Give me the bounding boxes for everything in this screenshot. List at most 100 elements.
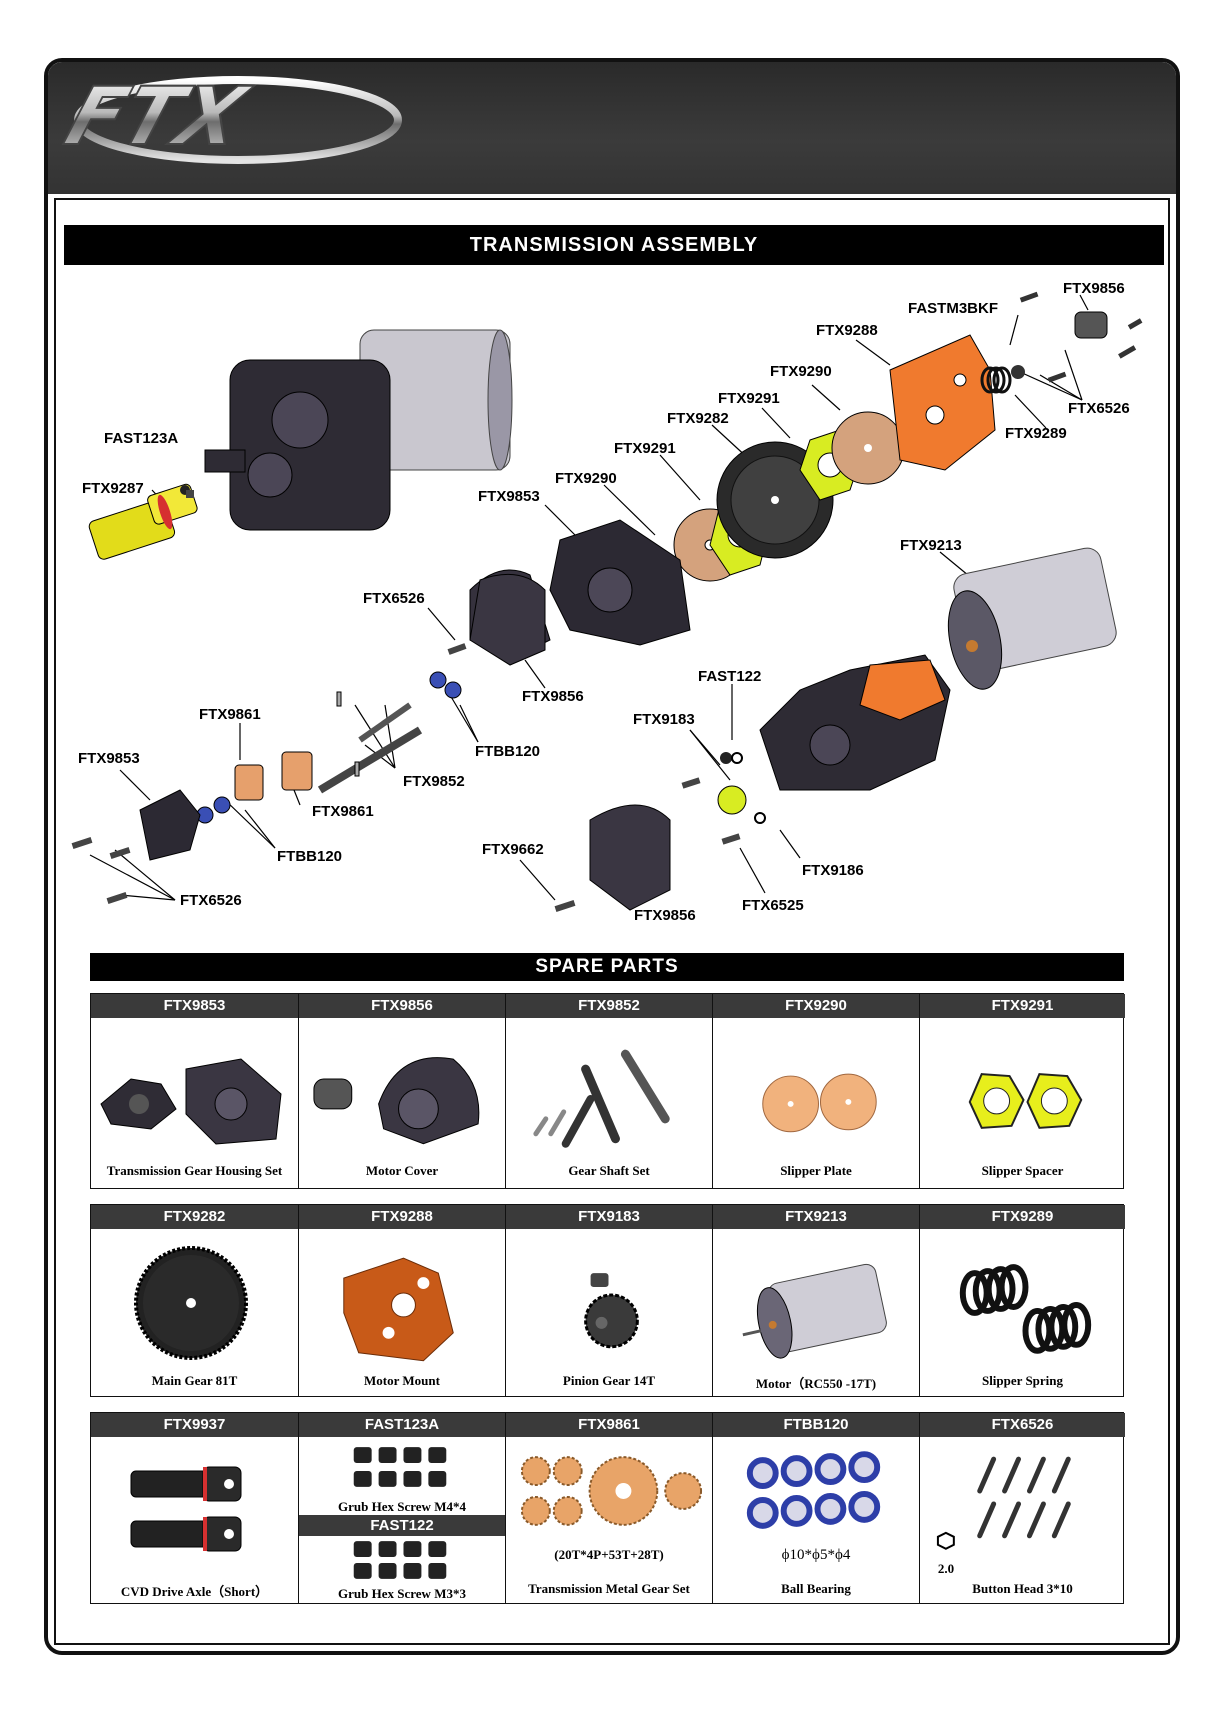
callout-ftx9290-top: FTX9290 [770,363,832,380]
slipper-spacer-icon [968,1073,1083,1129]
part-name: Transmission Gear Housing Set [106,1163,283,1178]
bearing-icon [746,1451,881,1529]
spare-cell: FTX9861 (20T*4P+53T+28T) Transmission Me… [505,1413,712,1603]
assembly-title: TRANSMISSION ASSEMBLY [64,225,1164,265]
callout-ftx9289: FTX9289 [1005,425,1067,442]
spring-icon [959,1264,1092,1354]
part-name: Motor（RC550 -17T) [755,1376,877,1391]
callout-ftx9282: FTX9282 [667,410,729,427]
part-code: FTX9291 [920,994,1125,1018]
callout-ftx9291-mid: FTX9291 [614,440,676,457]
part-code: FTX6526 [920,1413,1125,1437]
callout-ftx9290-mid: FTX9290 [555,470,617,487]
callout-ftx6525: FTX6525 [742,897,804,914]
callout-ftx9856-mid: FTX9856 [522,688,584,705]
part-name: CVD Drive Axle（Short） [120,1584,269,1599]
part-code: FTX9289 [920,1205,1125,1229]
spare-cell: FAST123A Grub Hex Screw M4*4 FAST122 Gru… [298,1413,505,1603]
spare-row-2: FTX9282 Main Gear 81T FTX9288 Motor Moun… [90,1204,1125,1397]
part-code: FTX9290 [713,994,919,1018]
part-note: 2.0 [937,1561,955,1576]
callout-ftx9183: FTX9183 [633,711,695,728]
callout-ftx9213: FTX9213 [900,537,962,554]
spare-row-1: FTX9853 Transmission Gear Housing Set FT… [90,993,1125,1189]
pinion-gear-icon [584,1273,639,1349]
ftx-logo: FTX [58,70,402,164]
part-code: FTX9288 [299,1205,505,1229]
metal-gear-icon [520,1456,703,1526]
grub-screw-icon [353,1541,447,1579]
callout-ftx9856-bot: FTX9856 [634,907,696,924]
part-name: Transmission Metal Gear Set [528,1581,690,1596]
callout-ftx9853-top: FTX9853 [478,488,540,505]
spare-cell: FTX9852 Gear Shaft Set [505,994,712,1188]
spare-cell: FTX6526 2.0 Button Head 3*10 [919,1413,1125,1603]
part-name: Ball Bearing [781,1581,851,1596]
spare-cell: FTX9937 CVD Drive Axle（Short） [91,1413,298,1603]
part-name: Gear Shaft Set [568,1163,650,1178]
motor-cover-icon [313,1057,480,1145]
callout-fast123a: FAST123A [104,430,179,447]
spare-cell: FTX9213 Motor（RC550 -17T) [712,1205,919,1396]
content-panel [54,198,1170,1645]
part-code: FTX9213 [713,1205,919,1229]
part-code: FTX9282 [91,1205,298,1229]
part-name: Motor Mount [364,1373,440,1388]
part-name: Grub Hex Screw M4*4 [338,1499,466,1514]
button-screw-icon [936,1456,1071,1550]
callout-fast122: FAST122 [698,668,762,685]
motor-icon [742,1263,887,1359]
motor-mount-icon [343,1257,454,1362]
part-code: FTBB120 [713,1413,919,1437]
part-name: Pinion Gear 14T [562,1373,656,1388]
part-note: ϕ10*ϕ5*ϕ4 [781,1547,851,1563]
part-name: Slipper Spacer [981,1163,1064,1178]
header-bar: FTX [48,62,1176,194]
part-code: FTX9853 [91,994,298,1018]
part-name: Button Head 3*10 [972,1581,1073,1596]
callout-ftx9288: FTX9288 [816,322,878,339]
page-frame: FTX [44,58,1180,1655]
logo-text: FTX [58,71,260,164]
part-name: Slipper Spring [981,1373,1064,1388]
main-gear-icon [134,1246,248,1360]
part-name: Slipper Plate [780,1163,852,1178]
callout-ftbb120-top: FTBB120 [475,743,541,760]
part-code: FTX9183 [506,1205,712,1229]
part-code: FTX9861 [506,1413,712,1437]
grub-screw-icon [353,1447,447,1487]
callout-ftx9852: FTX9852 [403,773,465,790]
spare-cell: FTX9856 Motor Cover [298,994,505,1188]
part-code: FTX9856 [299,994,505,1018]
spare-cell: FTX9291 Slipper Spacer [919,994,1125,1188]
callout-fastm3bkf: FASTM3BKF [908,300,998,317]
part-code: FTX9937 [91,1413,298,1437]
part-note: (20T*4P+53T+28T) [554,1547,664,1562]
callout-ftx9856-top: FTX9856 [1063,280,1125,297]
callout-ftbb120-bot: FTBB120 [277,848,343,865]
part-name: Main Gear 81T [151,1373,238,1388]
slipper-plate-icon [762,1073,877,1133]
callout-ftx9662: FTX9662 [482,841,544,858]
part-name-2: Grub Hex Screw M3*3 [338,1586,466,1601]
part-code: FAST123A [299,1413,505,1437]
callout-ftx9291-top: FTX9291 [718,390,780,407]
spare-cell: FTX9290 Slipper Plate [712,994,919,1188]
callout-ftx6526-top: FTX6526 [1068,400,1130,417]
callout-ftx9861-top: FTX9861 [199,706,261,723]
callout-ftx9186: FTX9186 [802,862,864,879]
callout-ftx6526-mid: FTX6526 [363,590,425,607]
spare-cell: FTX9289 Slipper Spring [919,1205,1125,1396]
part-name: Motor Cover [365,1163,439,1178]
spare-cell: FTX9288 Motor Mount [298,1205,505,1396]
callout-ftx9287: FTX9287 [82,480,144,497]
spare-parts-title: SPARE PARTS [90,953,1124,981]
spare-row-3: FTX9937 CVD Drive Axle（Short） FAST123A G… [90,1412,1125,1604]
cvd-axle-icon [130,1466,242,1552]
callout-ftx6526-bot: FTX6526 [180,892,242,909]
part-code-2: FAST122 [299,1515,505,1536]
callout-ftx9861-bot: FTX9861 [312,803,374,820]
spare-cell: FTX9282 Main Gear 81T [91,1205,298,1396]
spare-cell: FTBB120 ϕ10*ϕ5*ϕ4 Ball Bearing [712,1413,919,1603]
gear-housing-icon [100,1058,282,1145]
